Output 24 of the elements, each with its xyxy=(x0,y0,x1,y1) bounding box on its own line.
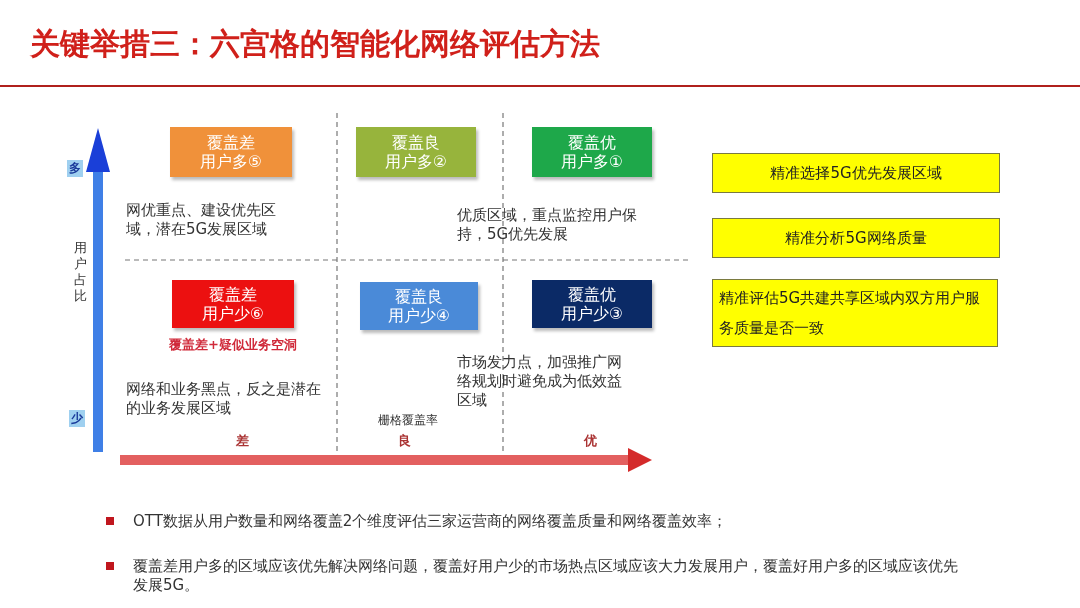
bullet-text: OTT数据从用户数量和网络覆盖2个维度评估三家运营商的网络覆盖质量和网络覆盖效率； xyxy=(133,512,729,531)
bullet-text: 覆盖差用户多的区域应该优先解决网络问题，覆盖好用户少的市场热点区域应该大力发展用户，覆盖好用户多的区域应该优先发展5G。 xyxy=(133,557,959,595)
slide-title: 关键举措三：六宫格的智能化网络评估方法 xyxy=(30,25,600,63)
goal-box: 精准选择5G优先发展区域 xyxy=(712,153,1000,193)
quadrant-description: 优质区域，重点监控用户保持，5G优先发展 xyxy=(457,206,638,244)
axis-title: 用户占比 xyxy=(74,240,88,304)
axis-tick-label: 差 xyxy=(236,432,249,450)
quadrant-box: 覆盖良 用户多② xyxy=(356,127,476,177)
axis-tick-label: 多 xyxy=(67,160,83,177)
quadrant-description: 市场发力点，加强推广网络规划时避免成为低效益区域 xyxy=(457,353,623,410)
quadrant-box: 覆盖优 用户少③ xyxy=(532,280,652,328)
axis-title: 栅格覆盖率 xyxy=(378,412,438,429)
quadrant-description: 网优重点、建设优先区域，潜在5G发展区域 xyxy=(126,201,277,239)
quadrant-box: 覆盖差 用户少⑥ xyxy=(172,280,294,328)
quadrant-box: 覆盖良 用户少④ xyxy=(360,282,478,330)
axis-tick-label: 少 xyxy=(69,410,85,427)
axis-tick-label: 优 xyxy=(584,432,597,450)
axis-tick-label: 良 xyxy=(398,432,411,450)
note-text: 覆盖差+疑似业务空洞 xyxy=(168,336,298,354)
quadrant-box: 覆盖优 用户多① xyxy=(532,127,652,177)
goal-box: 精准评估5G共建共享区域内双方用户服务质量是否一致 xyxy=(712,279,998,347)
goal-box: 精准分析5G网络质量 xyxy=(712,218,1000,258)
quadrant-box: 覆盖差 用户多⑤ xyxy=(170,127,292,177)
quadrant-description: 网络和业务黑点，反之是潜在的业务发展区域 xyxy=(126,380,321,418)
